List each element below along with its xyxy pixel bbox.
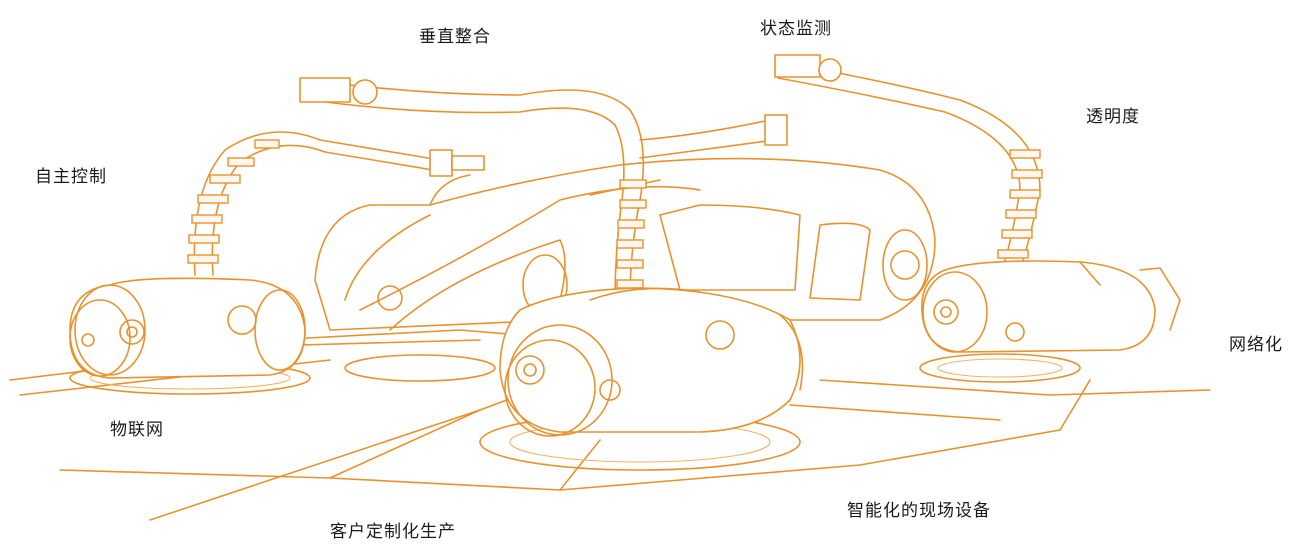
robot-center <box>499 287 804 437</box>
robot-left <box>69 277 306 379</box>
label-networking: 网络化 <box>1229 335 1283 355</box>
label-smart-field-devices: 智能化的现场设备 <box>847 501 991 521</box>
robot-right <box>921 260 1181 353</box>
label-transparency: 透明度 <box>1086 107 1140 127</box>
label-autonomous-control: 自主控制 <box>35 167 107 187</box>
label-status-monitoring: 状态监测 <box>760 19 832 39</box>
arm-center <box>299 77 788 301</box>
floor-grid <box>9 329 1211 521</box>
label-vertical-integration: 垂直整合 <box>419 27 491 47</box>
label-iot: 物联网 <box>110 420 164 440</box>
label-customized-production: 客户定制化生产 <box>330 522 456 542</box>
arm-right <box>774 54 1043 271</box>
arm-left <box>187 131 485 276</box>
